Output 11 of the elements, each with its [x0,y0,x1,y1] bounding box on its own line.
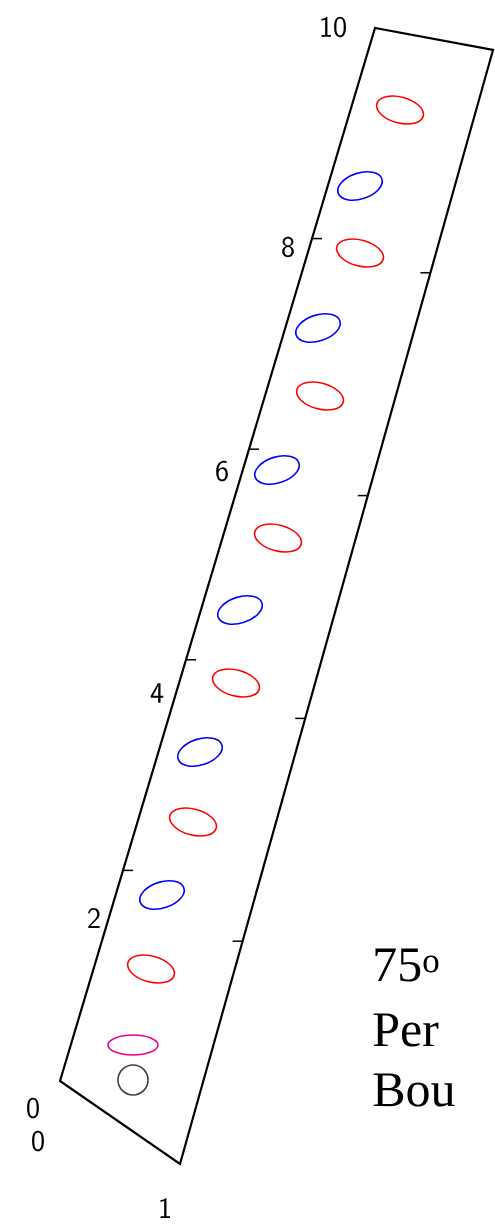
annotation-text: 75$^{o}$ [375,948,439,982]
axis-tick-label: 0 [27,1097,39,1119]
axis-tick-label: 8 [282,236,294,258]
axis-tick-label: 10 [321,16,346,38]
axis-tick-label: 2 [88,907,100,929]
axis-tick-label: 1 [160,1197,170,1219]
annotation-text: Per [373,1013,439,1047]
annotation-text: Bou [373,1073,455,1107]
axis-tick-label: 0 [32,1130,44,1152]
axis-tick-label: 4 [150,683,164,703]
axis-tick-label: 6 [216,460,228,482]
